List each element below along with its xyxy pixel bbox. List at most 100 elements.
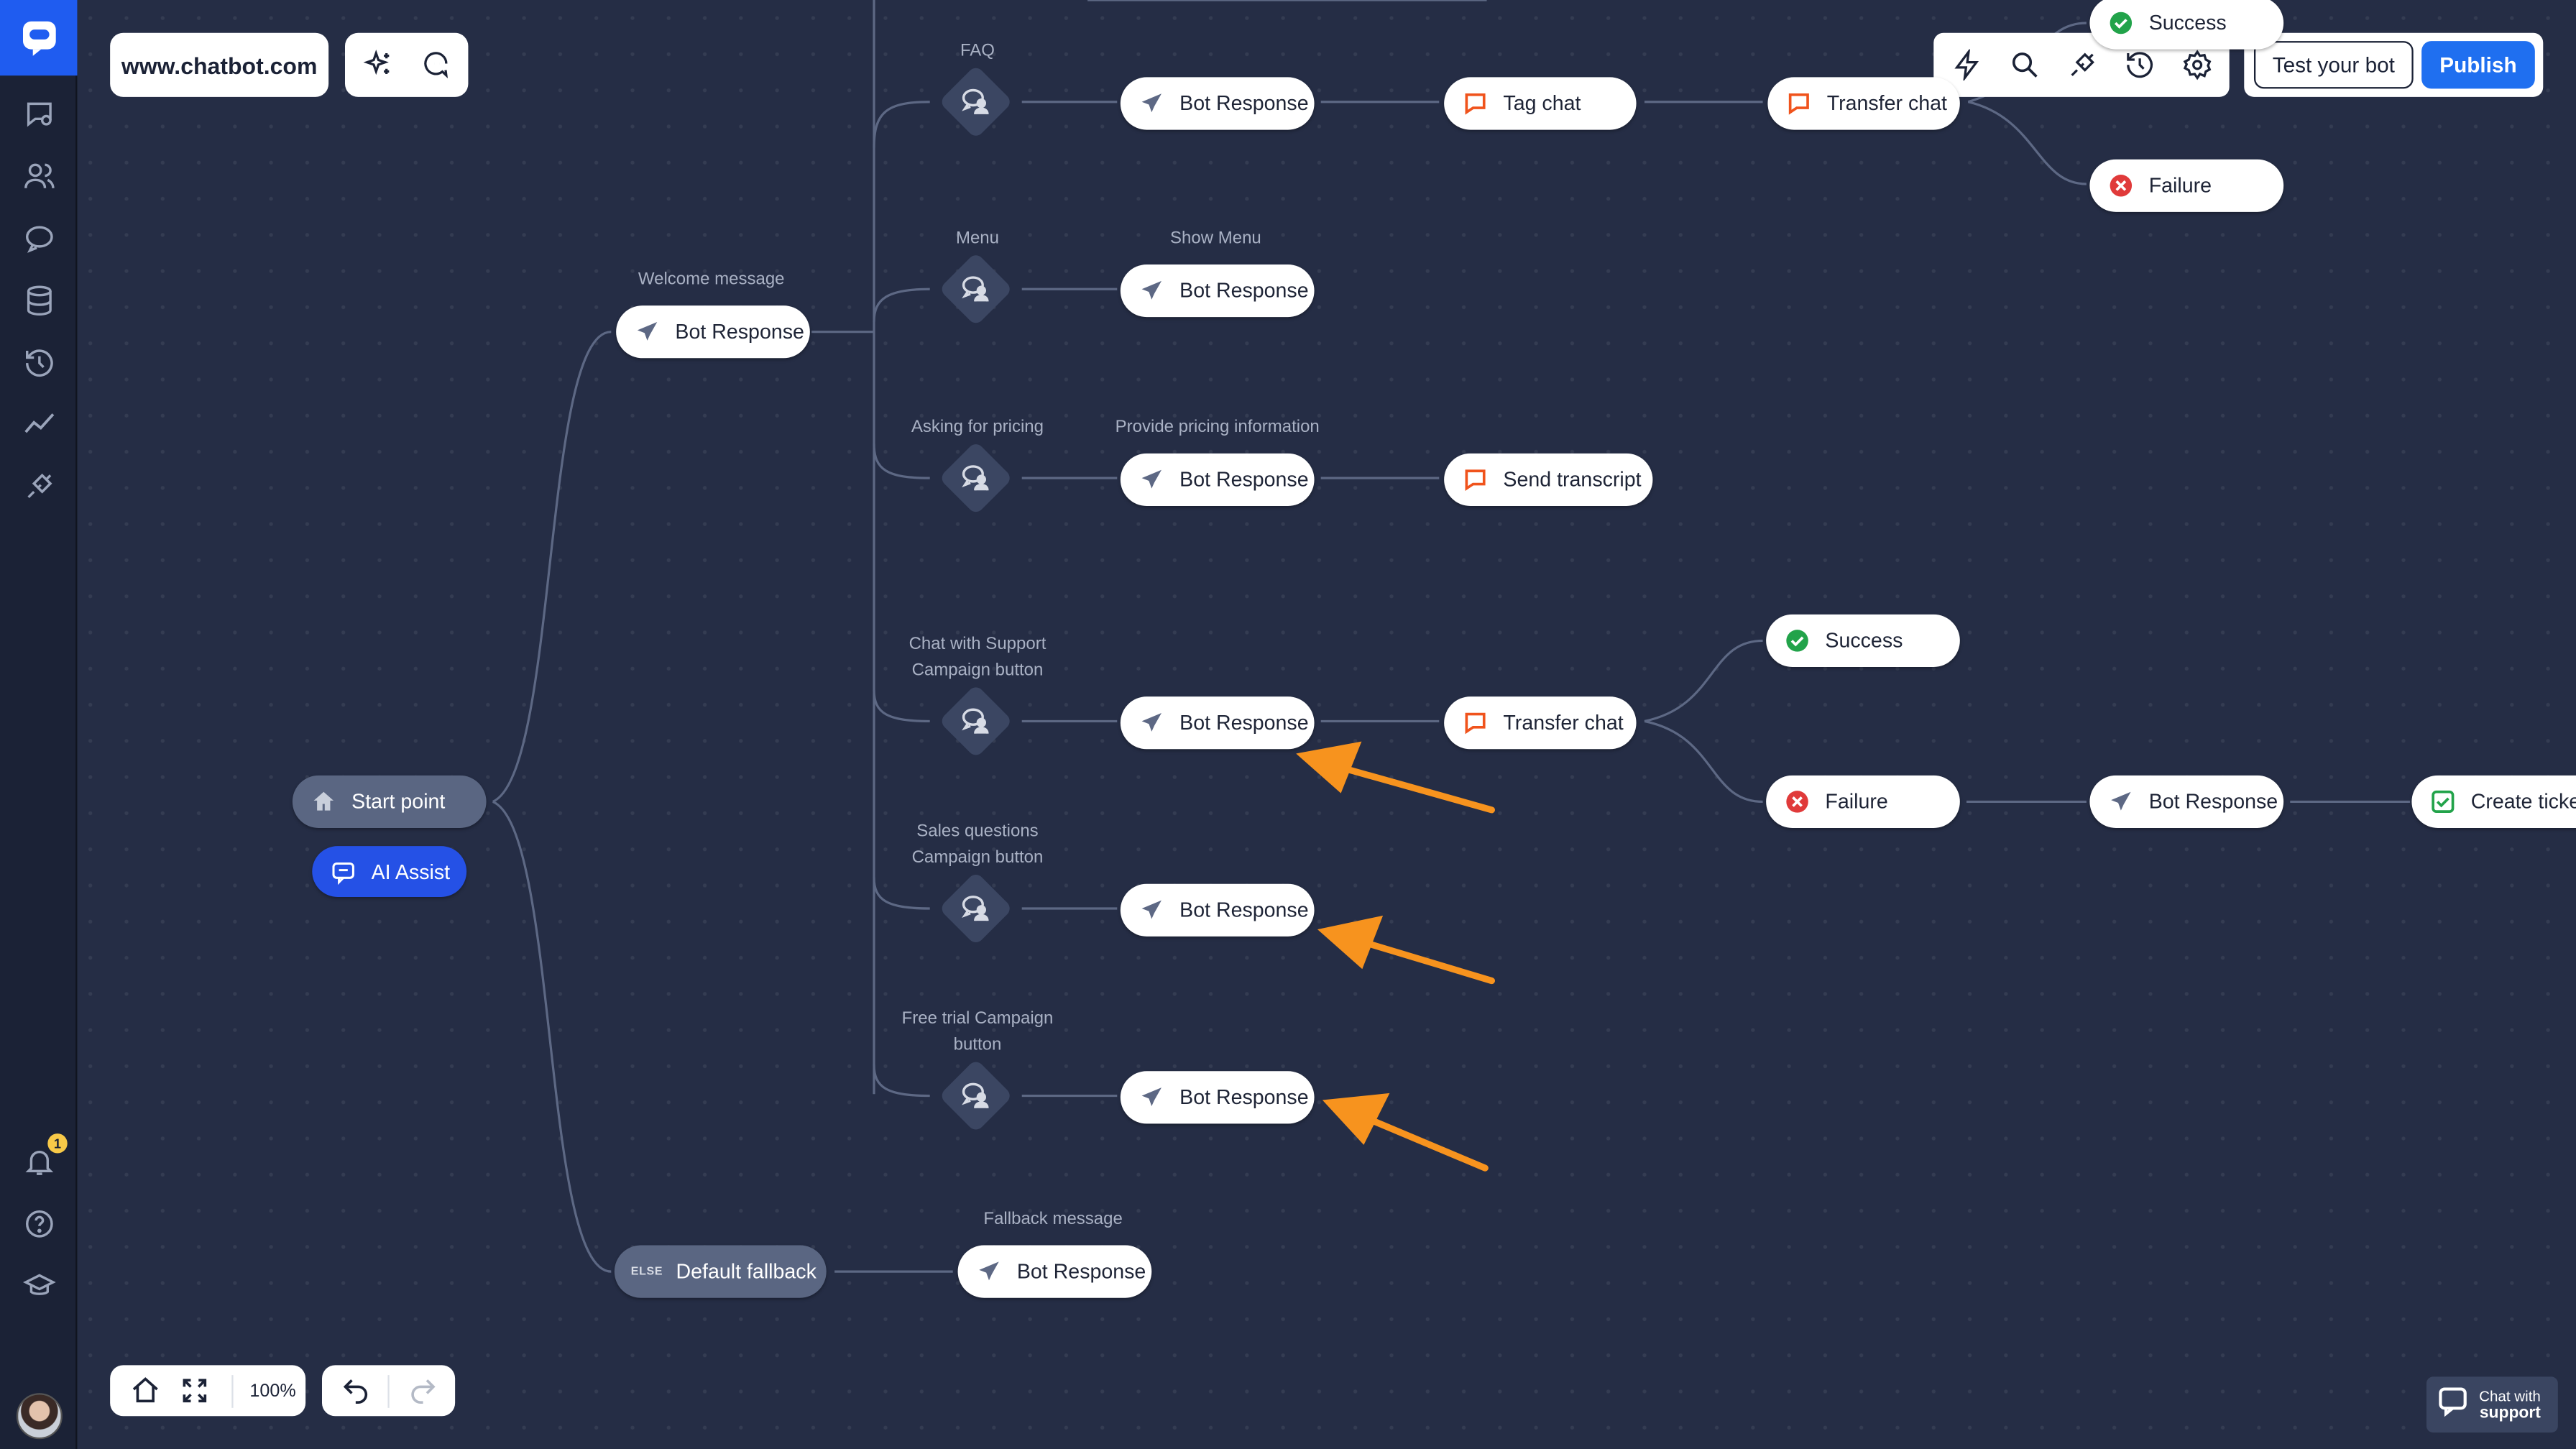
user-input-icon: [956, 270, 995, 309]
ai-assist-label: AI Assist: [371, 860, 451, 883]
x-circle-icon: [1782, 787, 1812, 816]
users-icon[interactable]: [19, 156, 58, 194]
failure-label: Failure: [1825, 790, 1888, 814]
bot-response-node[interactable]: Bot Response: [1120, 453, 1315, 506]
divider: [387, 1374, 390, 1407]
conversations-icon[interactable]: [19, 93, 58, 132]
start-point-label: Start point: [351, 790, 446, 814]
bot-response-label: Bot Response: [1179, 279, 1309, 303]
intent-label-support: Chat with Support Campaign button: [908, 634, 1046, 681]
analytics-icon[interactable]: [19, 404, 58, 442]
publish-button[interactable]: Publish: [2421, 41, 2535, 89]
chat-with-support-button[interactable]: Chat with support: [2426, 1376, 2558, 1433]
send-paper-plane-icon: [1137, 896, 1167, 925]
undo-redo-controls: [321, 1365, 456, 1417]
show-menu-caption: Show Menu: [1170, 228, 1261, 249]
pricing-info-caption: Provide pricing information: [1115, 417, 1320, 437]
search-icon[interactable]: [2002, 44, 2045, 86]
test-your-bot-button[interactable]: Test your bot: [2253, 41, 2414, 89]
bot-response-label: Bot Response: [1179, 711, 1309, 735]
intent-label-pricing: Asking for pricing: [911, 417, 1044, 437]
check-circle-icon: [1782, 626, 1812, 656]
check-circle-icon: [2106, 8, 2135, 37]
send-paper-plane-icon: [1137, 1082, 1167, 1112]
success-node-support[interactable]: Success: [1766, 614, 1960, 667]
bot-response-node[interactable]: Bot Response: [1120, 883, 1315, 937]
chat-preview-icon[interactable]: [413, 44, 456, 86]
bot-response-node[interactable]: Bot Response: [957, 1245, 1152, 1298]
transfer-chat-node-support[interactable]: Transfer chat: [1444, 696, 1637, 750]
bot-response-label: Bot Response: [2148, 790, 2278, 814]
bot-response-label: Bot Response: [1179, 468, 1309, 492]
bot-response-label: Bot Response: [1016, 1260, 1146, 1284]
avatar[interactable]: [16, 1393, 63, 1440]
create-ticket-label: Create ticket: [2470, 790, 2576, 814]
send-paper-plane-icon: [1137, 708, 1167, 737]
else-tag: ELSE: [630, 1266, 663, 1278]
user-input-icon: [956, 1076, 995, 1116]
academy-icon[interactable]: [19, 1266, 58, 1305]
chatbot-logo-icon[interactable]: [0, 0, 78, 76]
sparkles-icon[interactable]: [357, 44, 400, 86]
tag-chat-node[interactable]: Tag chat: [1444, 77, 1637, 130]
user-input-icon: [956, 702, 995, 741]
welcome-bot-response-node[interactable]: Bot Response: [616, 305, 810, 359]
bot-response-label: Bot Response: [675, 320, 804, 344]
send-transcript-node[interactable]: Send transcript: [1444, 453, 1653, 506]
intent-label-faq: FAQ: [960, 41, 995, 61]
bot-response-node[interactable]: Bot Response: [2089, 775, 2284, 828]
bot-response-label: Bot Response: [1179, 91, 1309, 115]
ai-assist-button[interactable]: AI Assist: [312, 846, 467, 897]
success-node-top[interactable]: Success: [2089, 0, 2284, 50]
fit-screen-icon[interactable]: [172, 1369, 215, 1412]
failure-label: Failure: [2148, 174, 2212, 198]
user-input-icon: [956, 889, 995, 929]
ticket-check-icon: [2428, 787, 2457, 816]
support-line2: support: [2479, 1404, 2541, 1422]
create-ticket-node[interactable]: Create ticket: [2411, 775, 2576, 828]
bot-response-node[interactable]: Bot Response: [1120, 696, 1315, 750]
support-chat-icon: [2437, 1384, 2470, 1425]
integrations-plug-icon[interactable]: [2060, 44, 2102, 86]
notifications-bell-icon[interactable]: [19, 1142, 58, 1180]
bot-response-node[interactable]: Bot Response: [1120, 1071, 1315, 1124]
intent-label-sales: Sales questions Campaign button: [911, 821, 1044, 868]
zoom-controls: 100%: [110, 1365, 306, 1417]
default-fallback-node[interactable]: ELSE Default fallback: [614, 1245, 827, 1298]
failure-node-support[interactable]: Failure: [1766, 775, 1960, 828]
bot-response-node[interactable]: Bot Response: [1120, 264, 1315, 318]
home-icon[interactable]: [123, 1369, 165, 1412]
tag-chat-label: Tag chat: [1503, 91, 1581, 115]
chat-bubble-icon: [1460, 708, 1490, 737]
notifications-count-badge: 1: [47, 1133, 68, 1154]
home-icon: [309, 787, 339, 816]
chat-bubble-icon: [1460, 88, 1490, 118]
chat-icon[interactable]: [19, 218, 58, 257]
ai-chat-icon: [328, 857, 358, 886]
history-icon[interactable]: [19, 344, 58, 382]
lightning-icon[interactable]: [1945, 44, 1987, 86]
success-label: Success: [2148, 11, 2227, 34]
domain-name: www.chatbot.com: [121, 51, 318, 78]
redo-icon[interactable]: [390, 1369, 455, 1412]
sidebar: 1: [0, 0, 78, 1449]
history-icon[interactable]: [2117, 44, 2160, 86]
send-paper-plane-icon: [1137, 276, 1167, 305]
default-fallback-label: Default fallback: [676, 1260, 816, 1284]
bot-response-label: Bot Response: [1179, 898, 1309, 922]
user-input-icon: [956, 459, 995, 498]
bot-response-node[interactable]: Bot Response: [1120, 77, 1315, 130]
intent-label-menu: Menu: [955, 228, 999, 249]
database-icon[interactable]: [19, 281, 58, 319]
zoom-level[interactable]: 100%: [249, 1381, 296, 1401]
help-icon[interactable]: [19, 1204, 58, 1242]
domain-selector[interactable]: www.chatbot.com: [110, 32, 329, 97]
integrations-icon[interactable]: [19, 466, 58, 505]
start-point-node[interactable]: Start point: [292, 775, 487, 828]
user-input-icon: [956, 82, 995, 121]
failure-node-top[interactable]: Failure: [2089, 159, 2284, 212]
transfer-chat-node-top[interactable]: Transfer chat: [1767, 77, 1960, 130]
settings-gear-icon[interactable]: [2175, 44, 2217, 86]
undo-icon[interactable]: [322, 1369, 387, 1412]
